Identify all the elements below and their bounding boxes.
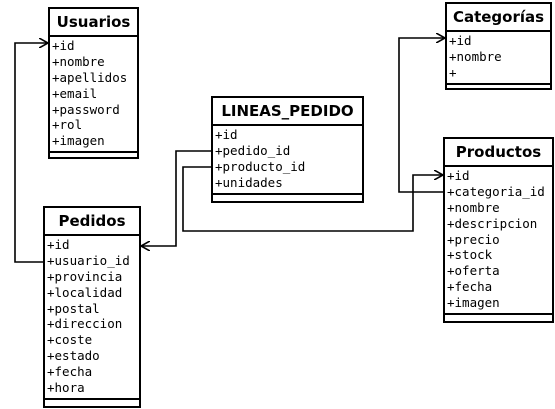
class-lineas-pedido[interactable]: LINEAS_PEDIDO +id +pedido_id +producto_i…: [211, 96, 364, 203]
method-compartment: [50, 153, 137, 159]
attribute: +imagen: [447, 295, 500, 311]
attribute: +rol: [52, 117, 83, 133]
attribute-list: +id +usuario_id +provincia +localidad +p…: [45, 236, 139, 400]
attribute: +email: [52, 85, 98, 101]
attribute: +unidades: [215, 174, 283, 190]
attribute: +usuario_id: [47, 252, 130, 268]
attribute: +id: [449, 33, 472, 48]
attribute-list: +id +pedido_id +producto_id +unidades: [213, 126, 362, 195]
class-title: LINEAS_PEDIDO: [213, 98, 362, 126]
attribute: +descripcion: [447, 215, 538, 231]
class-title: Pedidos: [45, 208, 139, 236]
attribute: +pedido_id: [215, 142, 291, 158]
method-compartment: [445, 315, 552, 321]
attribute: +apellidos: [52, 69, 128, 85]
class-title: Usuarios: [50, 9, 137, 37]
attribute: +: [449, 64, 457, 80]
method-compartment: [45, 400, 139, 406]
attribute: +nombre: [449, 48, 502, 64]
class-usuarios[interactable]: Usuarios +id +nombre +apellidos +email +…: [48, 7, 139, 159]
attribute: +id: [47, 237, 70, 252]
attribute: +imagen: [52, 133, 105, 149]
attribute: +password: [52, 101, 120, 117]
attribute: +precio: [447, 231, 500, 247]
attribute: +hora: [47, 380, 85, 396]
attribute: +oferta: [447, 263, 500, 279]
attribute: +coste: [47, 332, 93, 348]
relation-pedidos-usuarios: [14, 43, 48, 263]
attribute: +fecha: [47, 364, 93, 380]
method-compartment: [447, 85, 550, 91]
attribute: +estado: [47, 348, 100, 364]
class-title: Categorías: [447, 4, 550, 32]
attribute: +localidad: [47, 284, 123, 300]
attribute: +id: [215, 127, 238, 142]
attribute: +direccion: [47, 316, 123, 332]
attribute: +provincia: [47, 268, 123, 284]
attribute: +producto_id: [215, 158, 306, 174]
attribute: +categoria_id: [447, 183, 545, 199]
attribute: +fecha: [447, 279, 493, 295]
class-productos[interactable]: Productos +id +categoria_id +nombre +des…: [443, 137, 554, 323]
relation-lineas-pedidos: [141, 150, 211, 246]
method-compartment: [213, 195, 362, 201]
attribute-list: +id +nombre +: [447, 32, 550, 85]
attribute-list: +id +categoria_id +nombre +descripcion +…: [445, 167, 552, 316]
class-title: Productos: [445, 139, 552, 167]
attribute: +id: [447, 168, 470, 183]
attribute: +nombre: [52, 53, 105, 69]
class-pedidos[interactable]: Pedidos +id +usuario_id +provincia +loca…: [43, 206, 141, 408]
attribute: +id: [52, 38, 75, 53]
attribute: +stock: [447, 247, 493, 263]
class-categorias[interactable]: Categorías +id +nombre +: [445, 2, 552, 90]
relation-productos-categorias: [398, 38, 445, 193]
relation-lineas-productos: [182, 166, 443, 232]
attribute: +postal: [47, 300, 100, 316]
attribute-list: +id +nombre +apellidos +email +password …: [50, 37, 137, 154]
attribute: +nombre: [447, 199, 500, 215]
